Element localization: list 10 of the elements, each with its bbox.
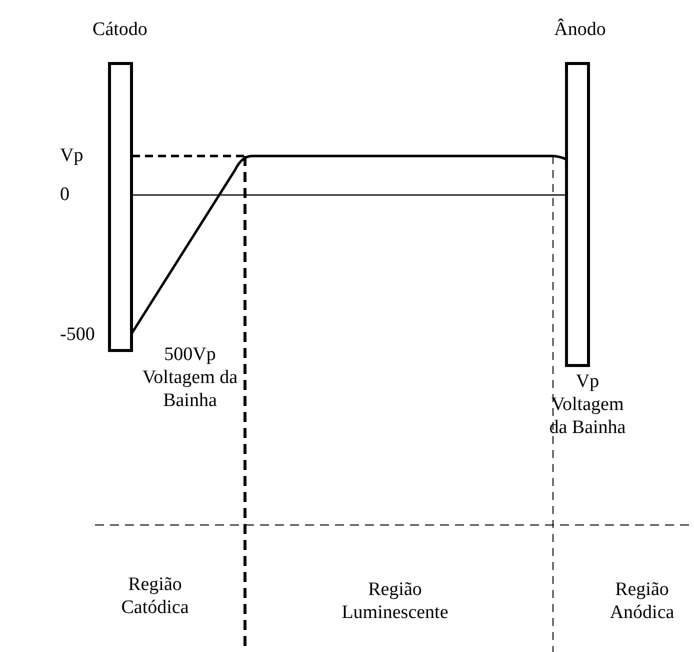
region-label: Região Catódica xyxy=(120,573,190,619)
axis-value: Vp xyxy=(60,144,84,167)
electrode-label: Ânodo xyxy=(553,18,607,41)
sheath-voltage-note: Vp Voltagem da Bainha xyxy=(548,370,627,439)
region-label: Região Anódica xyxy=(608,578,676,624)
sheath-voltage-note: 500Vp Voltagem da Bainha xyxy=(141,343,239,412)
electrode-label: Cátodo xyxy=(92,18,148,41)
axis-value: -500 xyxy=(60,323,96,346)
region-label: Região Luminescente xyxy=(340,578,450,624)
axis-value: 0 xyxy=(60,183,70,206)
